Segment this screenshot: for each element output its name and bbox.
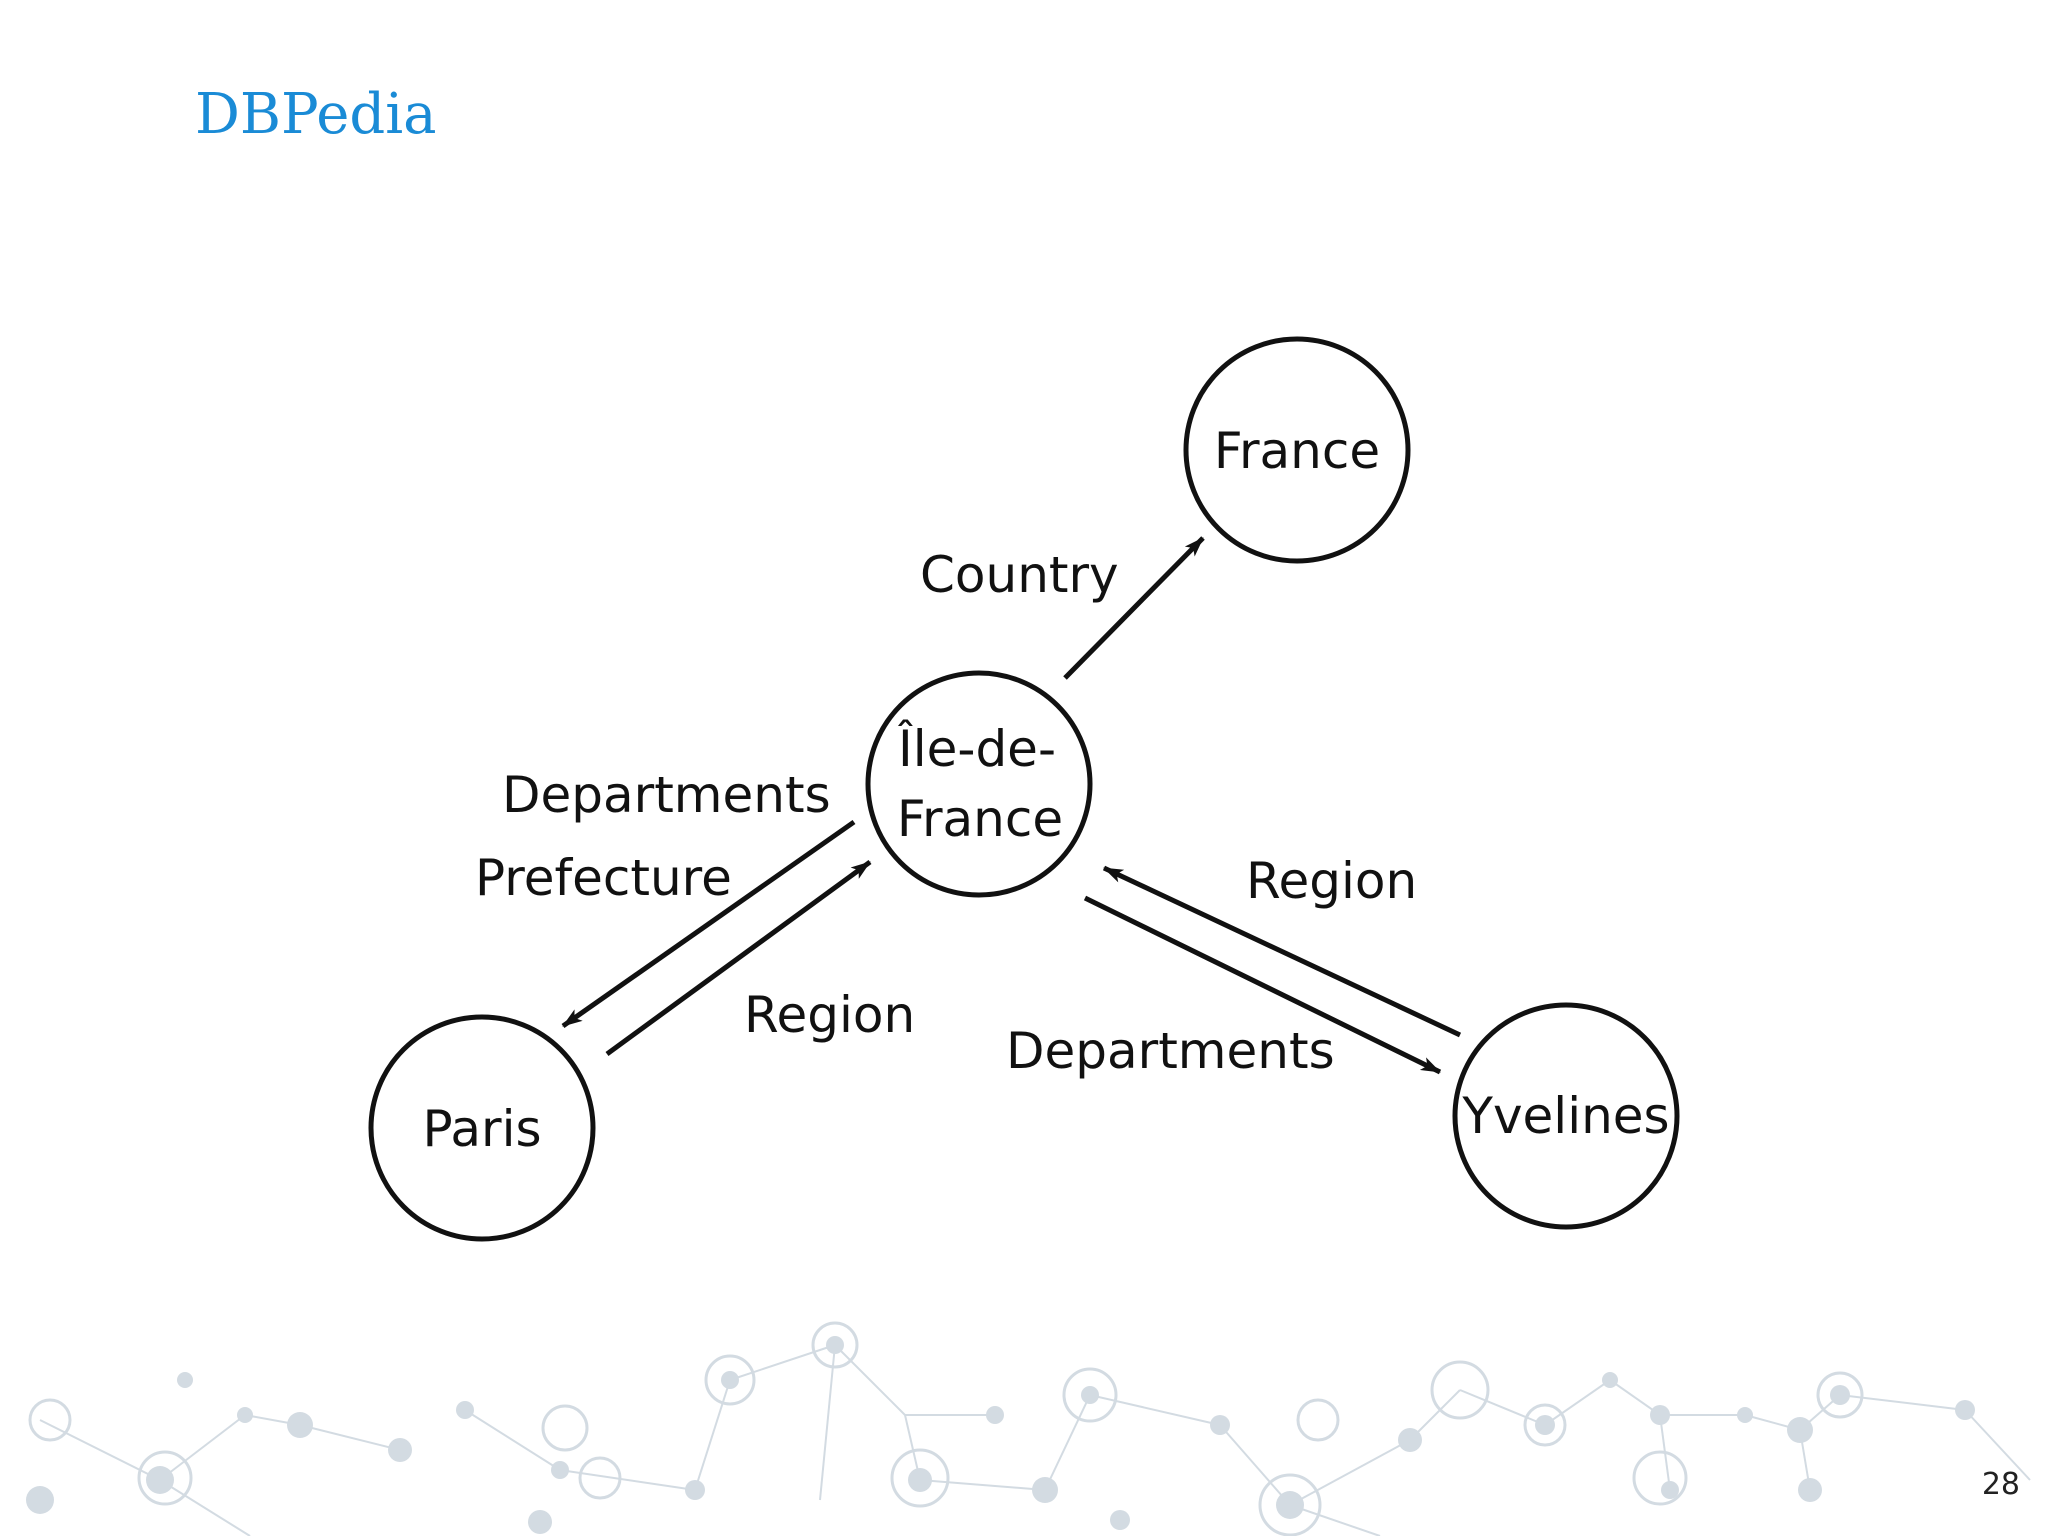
node-yvelines-circle xyxy=(1452,1002,1680,1230)
node-yvelines: Yvelines xyxy=(1452,1002,1680,1230)
node-france-label: France xyxy=(1214,422,1380,480)
node-paris-label: Paris xyxy=(422,1100,541,1158)
edge-label-country: Country xyxy=(920,546,1119,604)
edge-label-yvelines-region: Region xyxy=(1246,852,1417,910)
edge-label-paris-region: Region xyxy=(744,986,915,1044)
node-paris-circle xyxy=(368,1014,596,1242)
node-ile-de-france-label-line1: Île-de- xyxy=(897,719,1056,778)
edge-departments-prefecture: Departments Prefecture xyxy=(475,766,856,1029)
edge-yvelines-region: Region xyxy=(1102,852,1462,1038)
node-ile-de-france-circle xyxy=(865,670,1093,898)
edge-label-departments: Departments xyxy=(502,766,831,824)
page-number: 28 xyxy=(1981,1467,2020,1502)
node-paris: Paris xyxy=(368,1014,596,1242)
node-france-circle xyxy=(1183,336,1411,564)
slide-title: DBPedia xyxy=(195,82,437,147)
edge-paris-region: Region xyxy=(605,859,915,1057)
edge-country: Country xyxy=(920,536,1205,680)
node-ile-de-france-label-line2: France xyxy=(897,790,1063,848)
edge-label-departments-yvelines: Departments xyxy=(1006,1022,1335,1080)
node-ile-de-france: Île-de- France xyxy=(865,670,1093,898)
edge-label-prefecture: Prefecture xyxy=(475,849,732,907)
node-yvelines-label: Yvelines xyxy=(1461,1087,1669,1145)
node-france: France xyxy=(1183,336,1411,564)
edge-departments: Departments xyxy=(1006,895,1442,1080)
